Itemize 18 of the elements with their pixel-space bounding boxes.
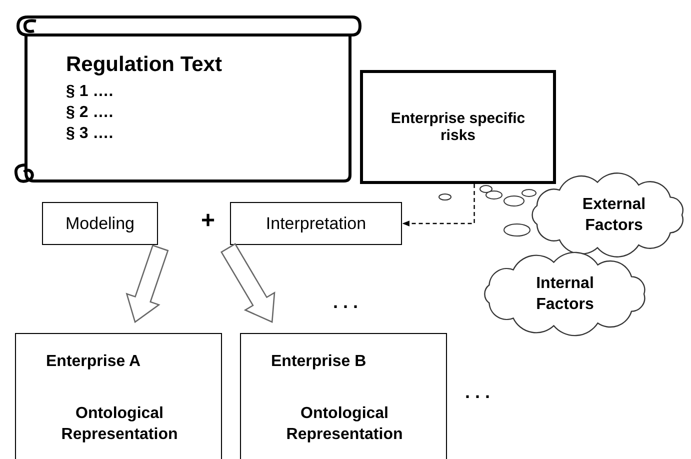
arrow (402, 184, 475, 226)
box-text: Ontological Representation (60, 404, 179, 445)
text-box (240, 333, 447, 459)
box-text: Enterprise specific risks (390, 110, 526, 144)
text-box (15, 333, 222, 459)
block-arrow (220, 243, 276, 323)
text-box (360, 70, 556, 184)
text-box (42, 202, 158, 245)
box-text: Ontological Representation (285, 404, 404, 445)
box-text: Interpretation (264, 214, 368, 234)
text-box (230, 202, 402, 245)
ellipsis: . . . (333, 292, 358, 313)
box-text: Modeling (64, 214, 136, 234)
plus-sign: + (201, 207, 216, 235)
box-heading: Enterprise B (271, 353, 366, 371)
ellipsis: . . . (465, 382, 490, 403)
box-heading: Enterprise A (46, 353, 141, 371)
block-arrow (126, 244, 169, 324)
